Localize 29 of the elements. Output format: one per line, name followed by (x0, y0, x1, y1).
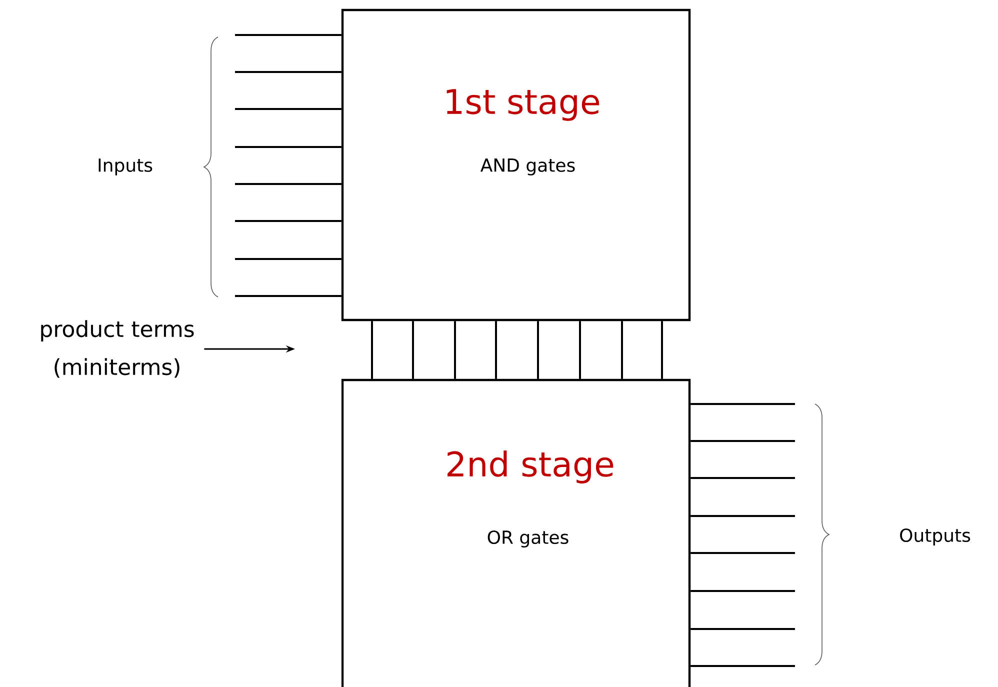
product-term-line (621, 321, 623, 379)
product-term-line (371, 321, 373, 379)
input-line (235, 295, 342, 297)
input-line (235, 71, 342, 73)
product-term-line (454, 321, 456, 379)
product-term-line (495, 321, 497, 379)
stage-box: 2nd stage OR gates (341, 378, 691, 687)
label-text: product terms (miniterms) (41, 320, 194, 378)
label-text: Inputs (98, 158, 152, 176)
product-term-line (412, 321, 414, 379)
output-line (690, 477, 795, 479)
input-line (235, 258, 342, 260)
label-text: Outputs (900, 528, 970, 546)
stage-box: 1st stage AND gates (341, 8, 691, 322)
input-line (235, 183, 342, 185)
input-line (235, 146, 342, 148)
output-line (690, 552, 795, 554)
output-line (690, 628, 795, 630)
output-line (690, 665, 795, 667)
input-line (235, 34, 342, 36)
output-line (690, 403, 795, 405)
output-line (690, 440, 795, 442)
product-term-line (537, 321, 539, 379)
input-line (235, 220, 342, 222)
output-line (690, 590, 795, 592)
product-term-line (661, 321, 663, 379)
product-term-line (579, 321, 581, 379)
output-line (690, 515, 795, 517)
input-line (235, 108, 342, 110)
